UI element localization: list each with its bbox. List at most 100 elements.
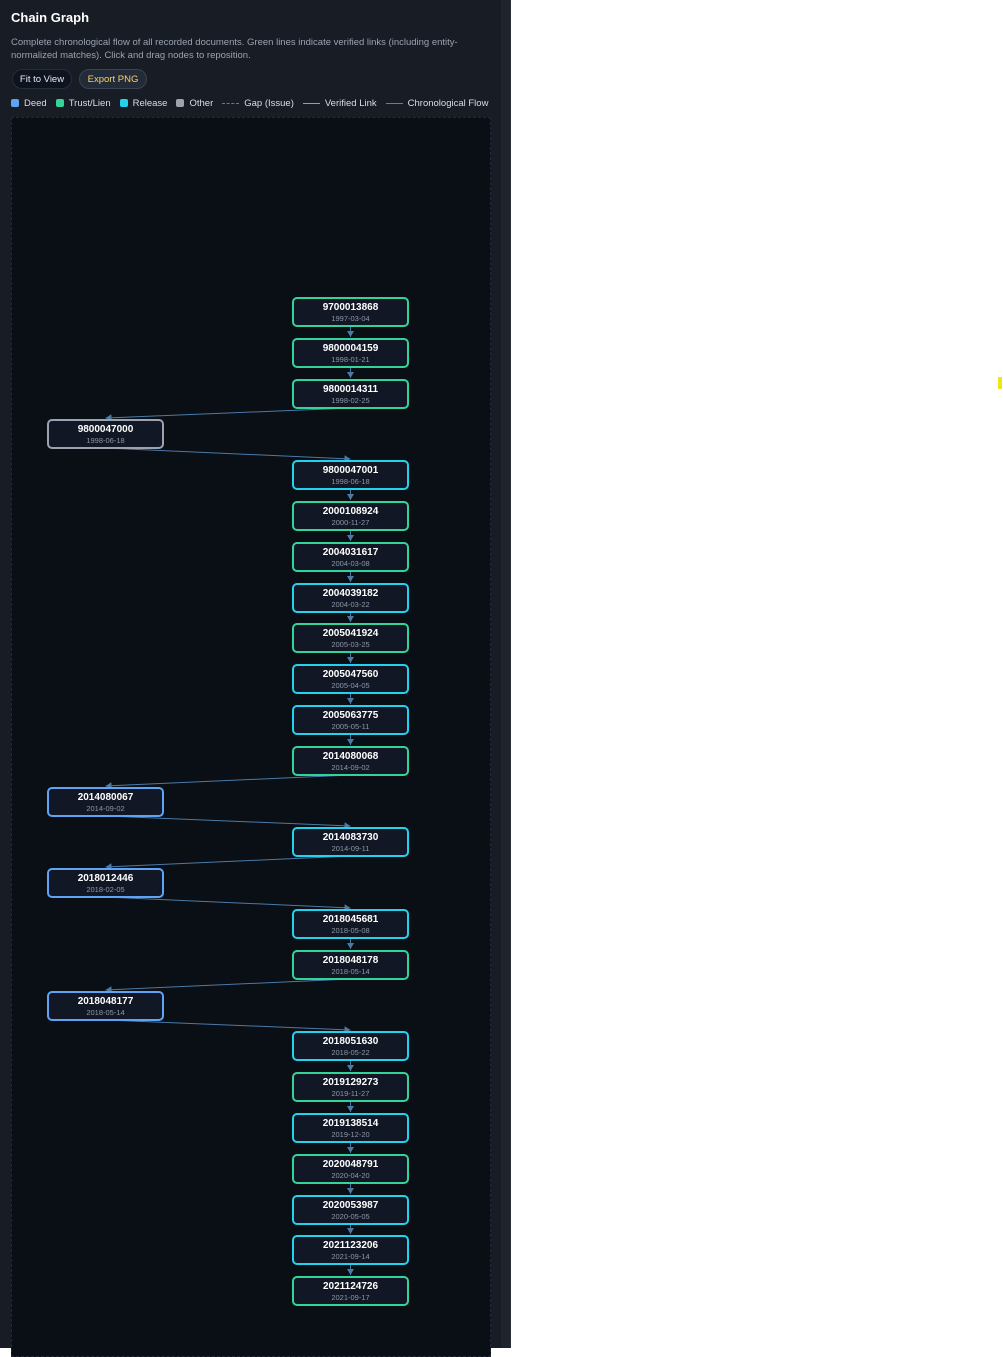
node-date: 2019-11-27 (331, 1089, 370, 1098)
legend-line-sample (302, 102, 320, 104)
node-date: 2005-05-11 (331, 722, 370, 731)
flow-arrowhead (347, 494, 354, 500)
node-document-number: 2005041924 (322, 628, 379, 639)
flow-arrowhead (347, 576, 354, 582)
node-document-number: 2019138514 (322, 1118, 379, 1129)
node-date: 2018-02-05 (86, 885, 125, 894)
flow-edge (105, 1019, 351, 1031)
node-document-number: 2004039182 (322, 588, 379, 599)
node-date: 2014-09-02 (86, 804, 125, 813)
flow-edge (105, 447, 351, 460)
flow-edge (105, 407, 351, 419)
legend-swatch (119, 99, 128, 107)
node-date: 2014-09-02 (331, 763, 370, 772)
node-date: 2019-12-20 (331, 1130, 370, 1139)
node-date: 2005-03-25 (331, 640, 370, 649)
flow-arrowhead (347, 616, 354, 622)
legend-swatch (11, 99, 19, 107)
legend-swatch (55, 99, 64, 107)
node-document-number: 2019129273 (322, 1077, 379, 1088)
node-date: 2020-04-20 (331, 1171, 370, 1180)
legend-item-deed: Deed (11, 98, 47, 109)
flow-arrowhead (347, 698, 354, 704)
flow-arrowhead (347, 1188, 354, 1194)
node-date: 1998-06-18 (86, 436, 125, 445)
yellow-marker (998, 377, 1002, 389)
legend-label: Gap (Issue) (244, 97, 294, 109)
node-document-number: 9800004159 (322, 343, 379, 354)
flow-arrowhead (347, 1269, 354, 1275)
node-date: 2014-09-11 (331, 844, 370, 853)
legend-item-release: Release (119, 97, 168, 109)
node-document-number: 2018048177 (77, 996, 134, 1007)
node-document-number: 2018045681 (322, 914, 379, 925)
legend-line-sample (222, 102, 240, 104)
node-document-number: 2000108924 (322, 506, 379, 517)
node-date: 2005-04-05 (331, 681, 370, 690)
fit-to-view-button[interactable]: Fit to View (12, 69, 72, 89)
legend-label: Other (189, 97, 214, 109)
node-document-number: 2014080067 (77, 792, 134, 803)
node-date: 2018-05-22 (331, 1048, 370, 1057)
legend-label: Release (132, 97, 168, 109)
flow-arrowhead (347, 1228, 354, 1234)
chain-graph-panel: Chain Graph Complete chronological flow … (0, 0, 511, 1357)
node-document-number: 2014080068 (322, 751, 379, 762)
node-date: 2004-03-22 (331, 600, 370, 609)
flow-edge (105, 815, 351, 827)
node-document-number: 9800047001 (322, 465, 379, 476)
node-date: 2004-03-08 (331, 559, 370, 568)
panel-scrollbar[interactable] (501, 0, 510, 1348)
node-document-number: 9800047000 (77, 424, 134, 435)
node-document-number: 2018051630 (322, 1036, 379, 1047)
node-date: 1998-06-18 (331, 477, 370, 486)
node-document-number: 2005047560 (322, 669, 379, 680)
node-document-number: 9700013868 (322, 302, 379, 313)
legend-swatch (176, 99, 185, 107)
node-date: 2000-11-27 (331, 518, 370, 527)
panel-description: Complete chronological flow of all recor… (11, 37, 458, 61)
panel-title: Chain Graph (11, 10, 90, 25)
node-date: 2021-09-17 (331, 1293, 370, 1302)
legend-label: Chronological Flow (407, 97, 489, 109)
node-date: 2020-05-05 (331, 1212, 370, 1221)
flow-arrowhead (347, 739, 354, 745)
legend-label: Trust/Lien (68, 97, 111, 109)
node-document-number: 9800014311 (322, 384, 379, 395)
legend-item-gap-issue: Gap (Issue) (222, 98, 294, 109)
flow-arrowhead (347, 657, 354, 663)
flow-arrowhead (347, 535, 354, 541)
export-png-button[interactable]: Export PNG (79, 69, 147, 89)
node-document-number: 2004031617 (322, 547, 379, 558)
flow-arrowhead (347, 372, 354, 378)
legend-label: Deed (24, 97, 47, 109)
